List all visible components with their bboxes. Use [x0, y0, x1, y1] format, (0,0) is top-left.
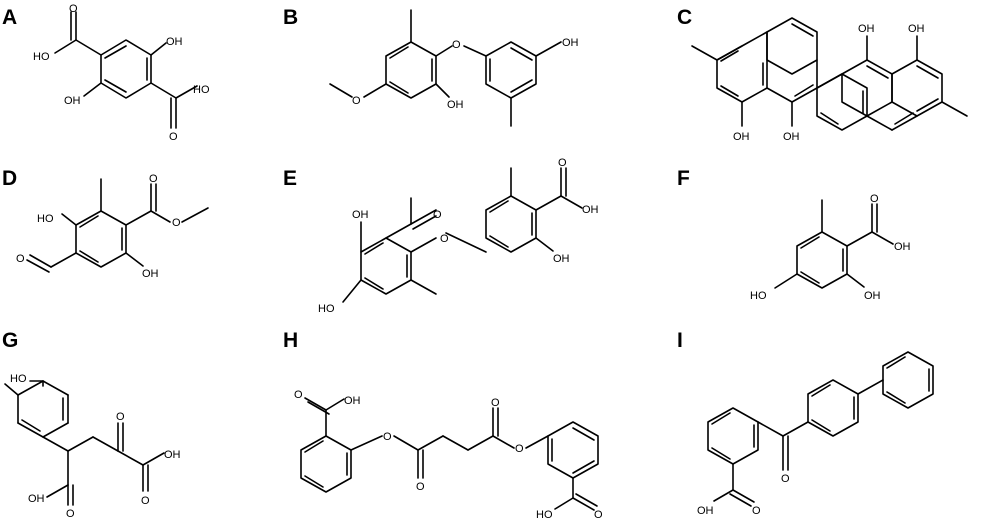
atom-label: OH — [894, 241, 911, 253]
atom-label: OH — [582, 204, 599, 216]
atom-label: O — [491, 397, 500, 409]
panel-d-atom-labels: HO O O O OH — [16, 173, 181, 280]
atom-label: O — [294, 389, 303, 401]
atom-label: HO — [37, 213, 54, 225]
atom-label: O — [870, 193, 879, 205]
atom-label: O — [66, 508, 75, 520]
atom-label: O — [69, 3, 78, 15]
atom-label: O — [116, 411, 125, 423]
atom-label: OH — [352, 209, 369, 221]
panel-e-atom-labels: OH O O O OH OH HO — [318, 157, 599, 315]
atom-label: OH — [562, 37, 579, 49]
atom-label: O — [141, 495, 150, 507]
panel-d-letter: D — [2, 167, 17, 190]
panel-f-atom-labels: O OH HO OH — [750, 193, 911, 302]
atom-label: O — [352, 95, 361, 107]
atom-label: HO — [318, 303, 335, 315]
atom-label: HO — [536, 509, 553, 521]
atom-label: OH — [142, 268, 159, 280]
atom-label: O — [752, 505, 761, 517]
panel-g-bonds — [4, 380, 165, 506]
panel-e-bonds — [342, 167, 583, 303]
atom-label: OH — [164, 449, 181, 461]
panel-f-bonds — [774, 199, 894, 289]
panel-e: E OH O — [283, 157, 599, 315]
panel-c-letter: C — [677, 6, 692, 29]
panel-i-bonds — [707, 351, 934, 507]
panel-a-letter: A — [2, 6, 17, 29]
panel-f: F O OH HO OH — [677, 167, 911, 302]
atom-label: HO — [193, 84, 210, 96]
panel-b-bonds — [329, 9, 562, 127]
panel-d-bonds — [26, 178, 209, 273]
panel-h-atom-labels: O OH O O O O O HO — [294, 389, 603, 521]
atom-label: O — [781, 473, 790, 485]
panel-g-letter: G — [2, 329, 18, 352]
panel-b-atom-labels: O O OH OH — [352, 37, 579, 111]
atom-label: OH — [344, 395, 361, 407]
panel-c-bonds — [691, 17, 968, 131]
panel-a: A HO OH OH O O HO — [2, 3, 210, 143]
atom-label: OH — [64, 95, 81, 107]
panel-h: H — [283, 329, 603, 521]
atom-label: OH — [28, 493, 45, 505]
atom-label: OH — [858, 23, 875, 35]
panel-h-bonds — [300, 397, 599, 511]
atom-label: O — [558, 157, 567, 169]
panel-a-atom-labels: HO OH OH O O HO — [33, 3, 210, 143]
atom-label: HO — [10, 373, 27, 385]
panel-h-letter: H — [283, 329, 298, 352]
atom-label: O — [16, 253, 25, 265]
atom-label: OH — [697, 505, 714, 517]
panel-g: G HO — [2, 329, 181, 520]
panel-c-atom-labels: OH OH OH OH — [733, 23, 925, 143]
atom-label: O — [433, 209, 442, 221]
atom-label: OH — [783, 131, 800, 143]
panel-c: C — [677, 6, 968, 143]
atom-label: OH — [447, 99, 464, 111]
panel-d: D HO O O O OH — [2, 167, 209, 280]
atom-label: OH — [166, 36, 183, 48]
atom-label: O — [594, 509, 603, 521]
atom-label: O — [172, 217, 181, 229]
atom-label: HO — [750, 290, 767, 302]
atom-label: O — [383, 431, 392, 443]
atom-label: O — [169, 131, 178, 143]
atom-label: OH — [864, 290, 881, 302]
atom-label: OH — [553, 253, 570, 265]
panel-a-bonds — [54, 11, 198, 129]
atom-label: O — [515, 443, 524, 455]
panel-i: I O O OH — [677, 329, 934, 517]
panel-i-atom-labels: O O OH — [697, 473, 790, 517]
panel-b-letter: B — [283, 6, 298, 29]
panel-g-atom-labels: HO O OH O O OH — [10, 373, 181, 520]
atom-label: OH — [908, 23, 925, 35]
atom-label: O — [416, 481, 425, 493]
panel-e-letter: E — [283, 167, 297, 190]
atom-label: O — [452, 39, 461, 51]
atom-label: O — [440, 233, 449, 245]
atom-label: OH — [733, 131, 750, 143]
atom-label: HO — [33, 51, 50, 63]
panel-f-letter: F — [677, 167, 690, 190]
panel-i-letter: I — [677, 329, 683, 352]
panel-b: B O O OH OH — [283, 6, 579, 127]
atom-label: O — [149, 173, 158, 185]
